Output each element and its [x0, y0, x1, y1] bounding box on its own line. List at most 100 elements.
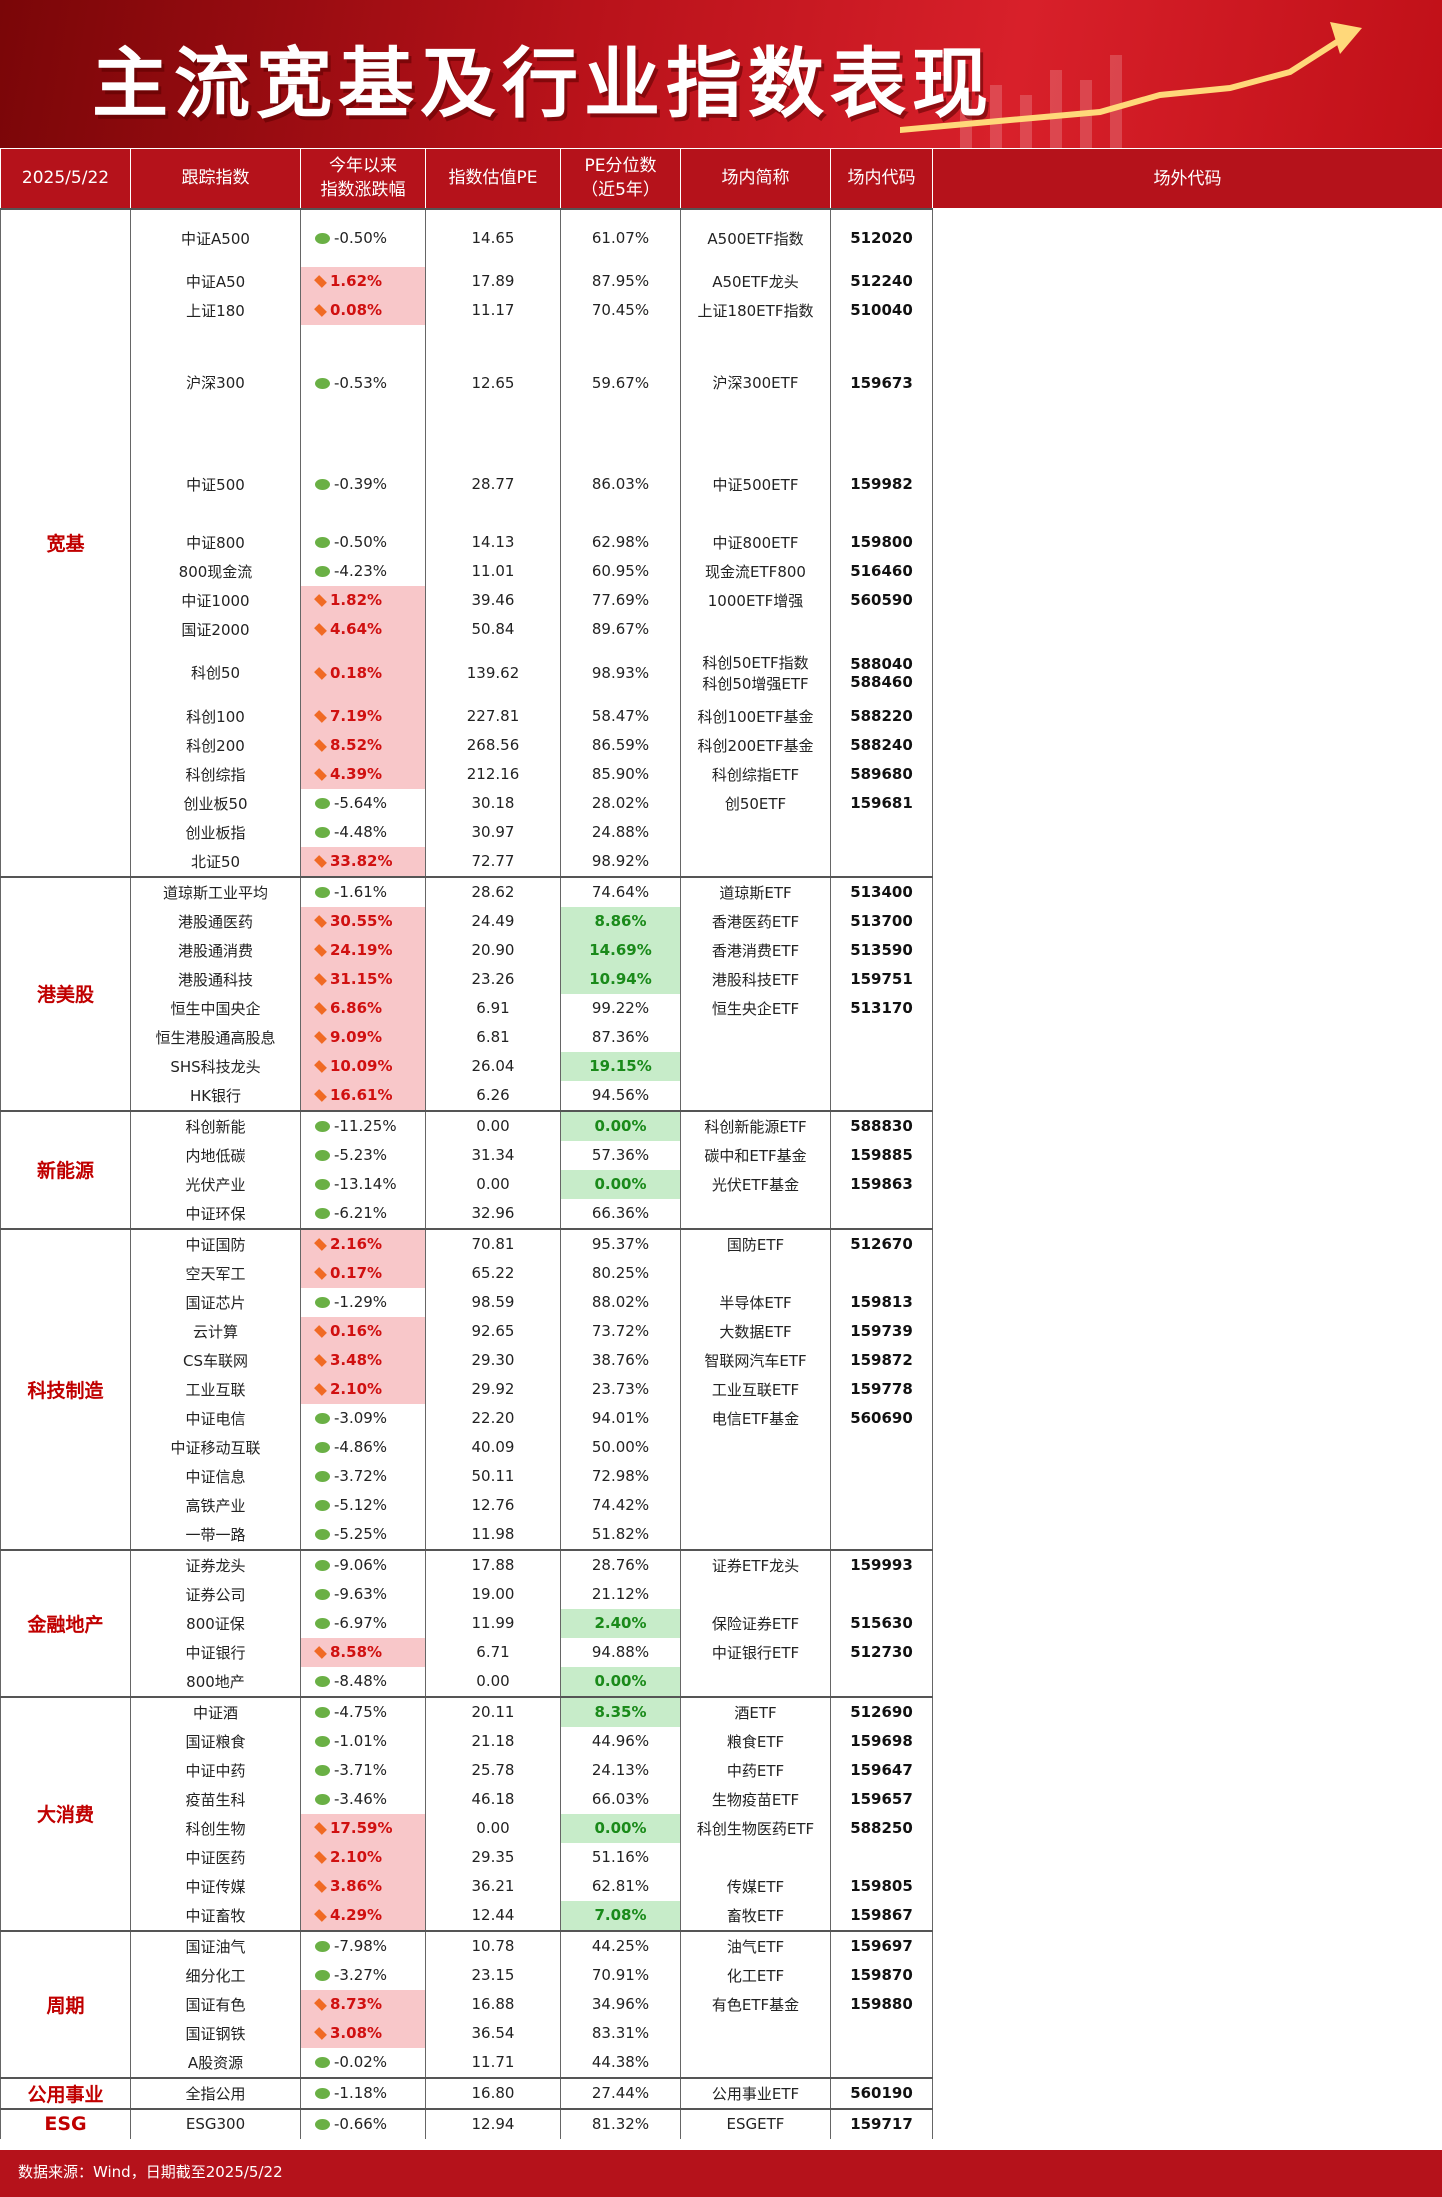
pe-percentile-cell: 73.72%	[560, 1316, 681, 1346]
down-dot-icon	[315, 1589, 330, 1600]
pe-percentile-cell: 74.42%	[560, 1490, 681, 1520]
change-cell: 2.10%	[300, 1842, 426, 1872]
down-dot-icon	[315, 1560, 330, 1571]
pe-cell: 30.18	[425, 788, 561, 818]
pe-cell: 50.84	[425, 614, 561, 644]
header-otc-code: 场外代码	[932, 148, 1442, 209]
etf-name-cell: 科创综指ETF	[680, 759, 831, 789]
etf-code: 510040	[850, 301, 913, 319]
down-dot-icon	[315, 1970, 330, 1981]
pe-percentile-cell: 44.38%	[560, 2047, 681, 2078]
pe-percentile-value: 80.25%	[591, 1264, 650, 1282]
down-dot-icon	[315, 2088, 330, 2099]
header-change: 今年以来指数涨跌幅	[300, 148, 426, 209]
up-arrow-icon	[314, 1060, 327, 1073]
pe-percentile-value: 50.00%	[591, 1438, 650, 1456]
pe-percentile-cell: 85.90%	[560, 759, 681, 789]
change-cell: -3.09%	[300, 1403, 426, 1433]
change-cell: 8.73%	[300, 1989, 426, 2019]
change-cell: -3.27%	[300, 1960, 426, 1990]
etf-name-cell: A500ETF指数	[680, 207, 831, 267]
pe-percentile-value: 0.00%	[594, 1117, 647, 1135]
change-value: -9.06%	[334, 1556, 388, 1574]
change-value: 31.15%	[330, 970, 393, 988]
etf-name: ESGETF	[726, 2115, 785, 2133]
etf-code-cell: 560590	[830, 585, 933, 615]
down-dot-icon	[315, 1413, 330, 1424]
index-name-cell: 工业互联	[130, 1374, 301, 1404]
up-arrow-icon	[314, 1646, 327, 1659]
pe-cell: 19.00	[425, 1579, 561, 1609]
pe-cell: 12.44	[425, 1900, 561, 1931]
change-cell: -1.01%	[300, 1726, 426, 1756]
category-cell: 金融地产	[0, 1548, 131, 1697]
pe-percentile-value: 0.00%	[594, 1672, 647, 1690]
etf-name: 生物疫苗ETF	[711, 1790, 800, 1809]
pe-percentile-cell: 66.36%	[560, 1198, 681, 1229]
etf-name-cell: 粮食ETF	[680, 1726, 831, 1756]
change-cell: 24.19%	[300, 935, 426, 965]
etf-name-cell: 香港消费ETF	[680, 935, 831, 965]
pe-percentile-cell: 8.35%	[560, 1695, 681, 1727]
etf-code-cell: 159698	[830, 1726, 933, 1756]
etf-code: 512670	[850, 1235, 913, 1253]
category-cell: 宽基	[0, 207, 131, 877]
etf-code-cell: 515630	[830, 1608, 933, 1638]
etf-code-cell: 159993	[830, 1548, 933, 1580]
change-value: 9.09%	[330, 1028, 383, 1046]
change-cell: 4.29%	[300, 1900, 426, 1931]
change-cell: -5.23%	[300, 1140, 426, 1170]
pe-cell: 23.15	[425, 1960, 561, 1990]
etf-code-cell	[830, 1080, 933, 1111]
pe-percentile-value: 8.86%	[594, 912, 647, 930]
change-value: 8.73%	[330, 1995, 383, 2013]
pe-percentile-value: 73.72%	[591, 1322, 650, 1340]
change-value: -4.86%	[334, 1438, 388, 1456]
change-cell: -0.39%	[300, 440, 426, 528]
pe-percentile-value: 21.12%	[591, 1585, 650, 1603]
pe-cell: 17.89	[425, 266, 561, 296]
etf-code-cell: 159863	[830, 1169, 933, 1199]
pe-cell: 14.65	[425, 207, 561, 267]
etf-code-cell: 588830	[830, 1109, 933, 1141]
change-cell: -4.86%	[300, 1432, 426, 1462]
pe-percentile-value: 10.94%	[589, 970, 652, 988]
etf-name-cell	[680, 1051, 831, 1081]
etf-name-cell: 电信ETF基金	[680, 1403, 831, 1433]
up-arrow-icon	[314, 739, 327, 752]
etf-name: A500ETF指数	[707, 229, 804, 248]
etf-name: 港股科技ETF	[711, 970, 800, 989]
change-cell: 2.10%	[300, 1374, 426, 1404]
change-value: 4.39%	[330, 765, 383, 783]
pe-percentile-cell: 62.98%	[560, 527, 681, 557]
etf-code-cell: 512020	[830, 207, 933, 267]
change-value: 2.10%	[330, 1848, 383, 1866]
index-name-cell: 800证保	[130, 1608, 301, 1638]
change-value: -3.27%	[334, 1966, 388, 1984]
banner-title: 主流宽基及行业指数表现	[92, 39, 994, 128]
down-dot-icon	[315, 1736, 330, 1747]
etf-name: 科创综指ETF	[711, 765, 800, 784]
etf-code-cell: 588240	[830, 730, 933, 760]
etf-code-cell: 512730	[830, 1637, 933, 1667]
pe-percentile-value: 88.02%	[591, 1293, 650, 1311]
etf-code-cell	[830, 614, 933, 644]
etf-name: 中药ETF	[726, 1761, 785, 1780]
down-dot-icon	[315, 798, 330, 809]
down-dot-icon	[315, 479, 330, 490]
pe-percentile-cell: 94.01%	[560, 1403, 681, 1433]
pe-cell: 212.16	[425, 759, 561, 789]
change-value: -3.71%	[334, 1761, 388, 1779]
index-name-cell: 中证银行	[130, 1637, 301, 1667]
etf-name-cell: 国防ETF	[680, 1227, 831, 1259]
pe-percentile-value: 28.02%	[591, 794, 650, 812]
etf-name-cell	[680, 1490, 831, 1520]
rising-arrow-icon	[900, 22, 1362, 148]
up-arrow-icon	[314, 855, 327, 868]
etf-name-cell: 科创200ETF基金	[680, 730, 831, 760]
change-value: -0.53%	[334, 373, 388, 392]
up-arrow-icon	[314, 1383, 327, 1396]
pe-percentile-value: 77.69%	[591, 591, 650, 609]
